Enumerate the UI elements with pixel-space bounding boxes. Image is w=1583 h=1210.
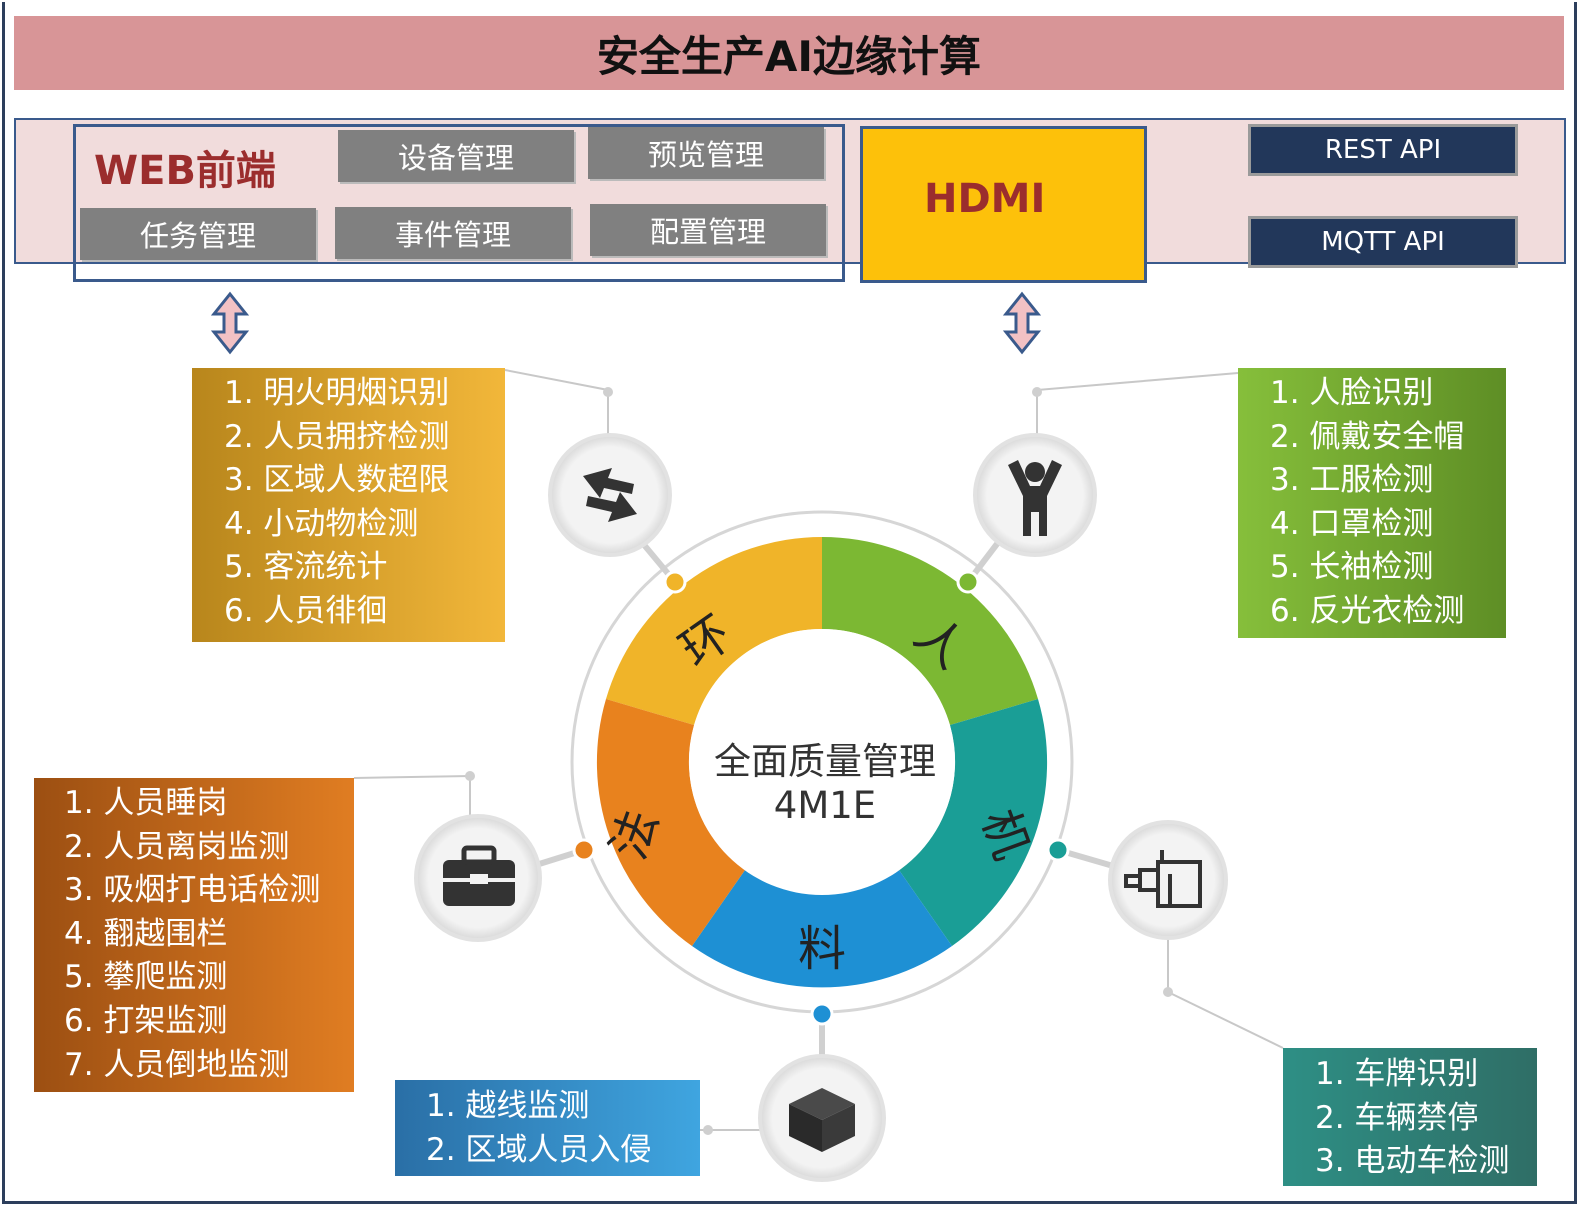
ring-segment-person bbox=[822, 537, 1038, 725]
list-item: 4. 翻越围栏 bbox=[64, 915, 228, 952]
person-icon bbox=[973, 433, 1097, 557]
ring-segment-machine bbox=[899, 699, 1048, 946]
device-management-button[interactable]: 设备管理 bbox=[338, 130, 574, 182]
env-dot bbox=[663, 570, 687, 594]
list-item: 2. 人员拥挤检测 bbox=[224, 418, 450, 455]
person-dot bbox=[956, 570, 980, 594]
machine-list: 1. 车牌识别 2. 车辆禁停 3. 电动车检测 bbox=[1315, 1053, 1509, 1184]
quality-ring bbox=[596, 537, 1048, 988]
machine-dot bbox=[1046, 838, 1070, 862]
center-title-line1: 全面质量管理 bbox=[714, 740, 936, 783]
list-item: 6. 反光衣检测 bbox=[1270, 592, 1465, 629]
list-item: 4. 小动物检测 bbox=[224, 505, 419, 542]
web-double-arrow bbox=[210, 291, 250, 355]
material-dot bbox=[810, 1002, 834, 1026]
method-list-bg bbox=[34, 778, 354, 1092]
list-item: 2. 佩戴安全帽 bbox=[1270, 418, 1465, 455]
hdmi-label: HDMI bbox=[924, 176, 1046, 222]
machine-list-bg bbox=[1283, 1048, 1537, 1186]
web-frontend-title: WEB前端 bbox=[94, 148, 276, 194]
list-item: 3. 吸烟打电话检测 bbox=[64, 872, 321, 909]
person-list-bg bbox=[1238, 368, 1506, 638]
list-item: 5. 客流统计 bbox=[224, 549, 388, 586]
list-item: 5. 攀爬监测 bbox=[64, 959, 228, 996]
rest-api-button[interactable]: REST API bbox=[1248, 124, 1518, 176]
toolbox-icon bbox=[414, 814, 542, 942]
list-item: 1. 越线监测 bbox=[426, 1088, 590, 1124]
list-item: 2. 区域人员入侵 bbox=[426, 1131, 652, 1168]
center-title-line2: 4M1E bbox=[773, 784, 877, 827]
list-item: 1. 明火明烟识别 bbox=[224, 375, 450, 411]
list-item: 2. 车辆禁停 bbox=[1315, 1099, 1479, 1136]
list-item: 1. 车牌识别 bbox=[1315, 1056, 1479, 1092]
web-frontend-group bbox=[73, 124, 845, 282]
mqtt-api-button[interactable]: MQTT API bbox=[1248, 216, 1518, 268]
ring-segment-method bbox=[596, 699, 745, 946]
material-list: 1. 越线监测 2. 区域人员入侵 bbox=[426, 1085, 651, 1172]
list-item: 4. 口罩检测 bbox=[1270, 505, 1434, 542]
hdmi-box bbox=[860, 126, 1147, 283]
env-list-bg bbox=[192, 368, 505, 642]
list-item: 3. 工服检测 bbox=[1270, 462, 1434, 499]
ring-segment-material bbox=[692, 870, 952, 988]
list-item: 3. 区域人数超限 bbox=[224, 462, 450, 499]
person-list: 1. 人脸识别 2. 佩戴安全帽 3. 工服检测 4. 口罩检测 5. 长袖检测… bbox=[1270, 372, 1464, 634]
center-title: 全面质量管理 4M1E bbox=[690, 740, 960, 828]
ring-segment-env bbox=[606, 537, 822, 725]
material-list-bg bbox=[395, 1080, 700, 1176]
machinery-icon bbox=[1108, 820, 1228, 940]
list-item: 1. 人员睡岗 bbox=[64, 785, 228, 821]
cube-icon bbox=[758, 1054, 886, 1182]
connector-dots bbox=[465, 387, 1173, 1135]
list-item: 5. 长袖检测 bbox=[1270, 549, 1434, 586]
config-management-button[interactable]: 配置管理 bbox=[590, 204, 826, 256]
page-title: 安全生产AI边缘计算 bbox=[14, 16, 1564, 90]
list-item: 6. 人员徘徊 bbox=[224, 592, 388, 629]
list-item: 7. 人员倒地监测 bbox=[64, 1046, 290, 1083]
preview-management-button[interactable]: 预览管理 bbox=[588, 127, 824, 179]
hdmi-double-arrow bbox=[1002, 291, 1042, 355]
list-item: 6. 打架监测 bbox=[64, 1002, 228, 1039]
ring-center bbox=[689, 629, 955, 895]
list-item: 2. 人员离岗监测 bbox=[64, 828, 290, 865]
recycle-icon bbox=[548, 433, 672, 557]
task-management-button[interactable]: 任务管理 bbox=[80, 208, 316, 260]
list-item: 3. 电动车检测 bbox=[1315, 1143, 1510, 1180]
ring-label-material: 料 bbox=[798, 921, 846, 977]
method-list: 1. 人员睡岗 2. 人员离岗监测 3. 吸烟打电话检测 4. 翻越围栏 5. … bbox=[64, 782, 320, 1087]
event-management-button[interactable]: 事件管理 bbox=[335, 207, 571, 259]
list-item: 1. 人脸识别 bbox=[1270, 375, 1434, 411]
method-dot bbox=[572, 838, 596, 862]
env-list: 1. 明火明烟识别 2. 人员拥挤检测 3. 区域人数超限 4. 小动物检测 5… bbox=[224, 372, 449, 634]
